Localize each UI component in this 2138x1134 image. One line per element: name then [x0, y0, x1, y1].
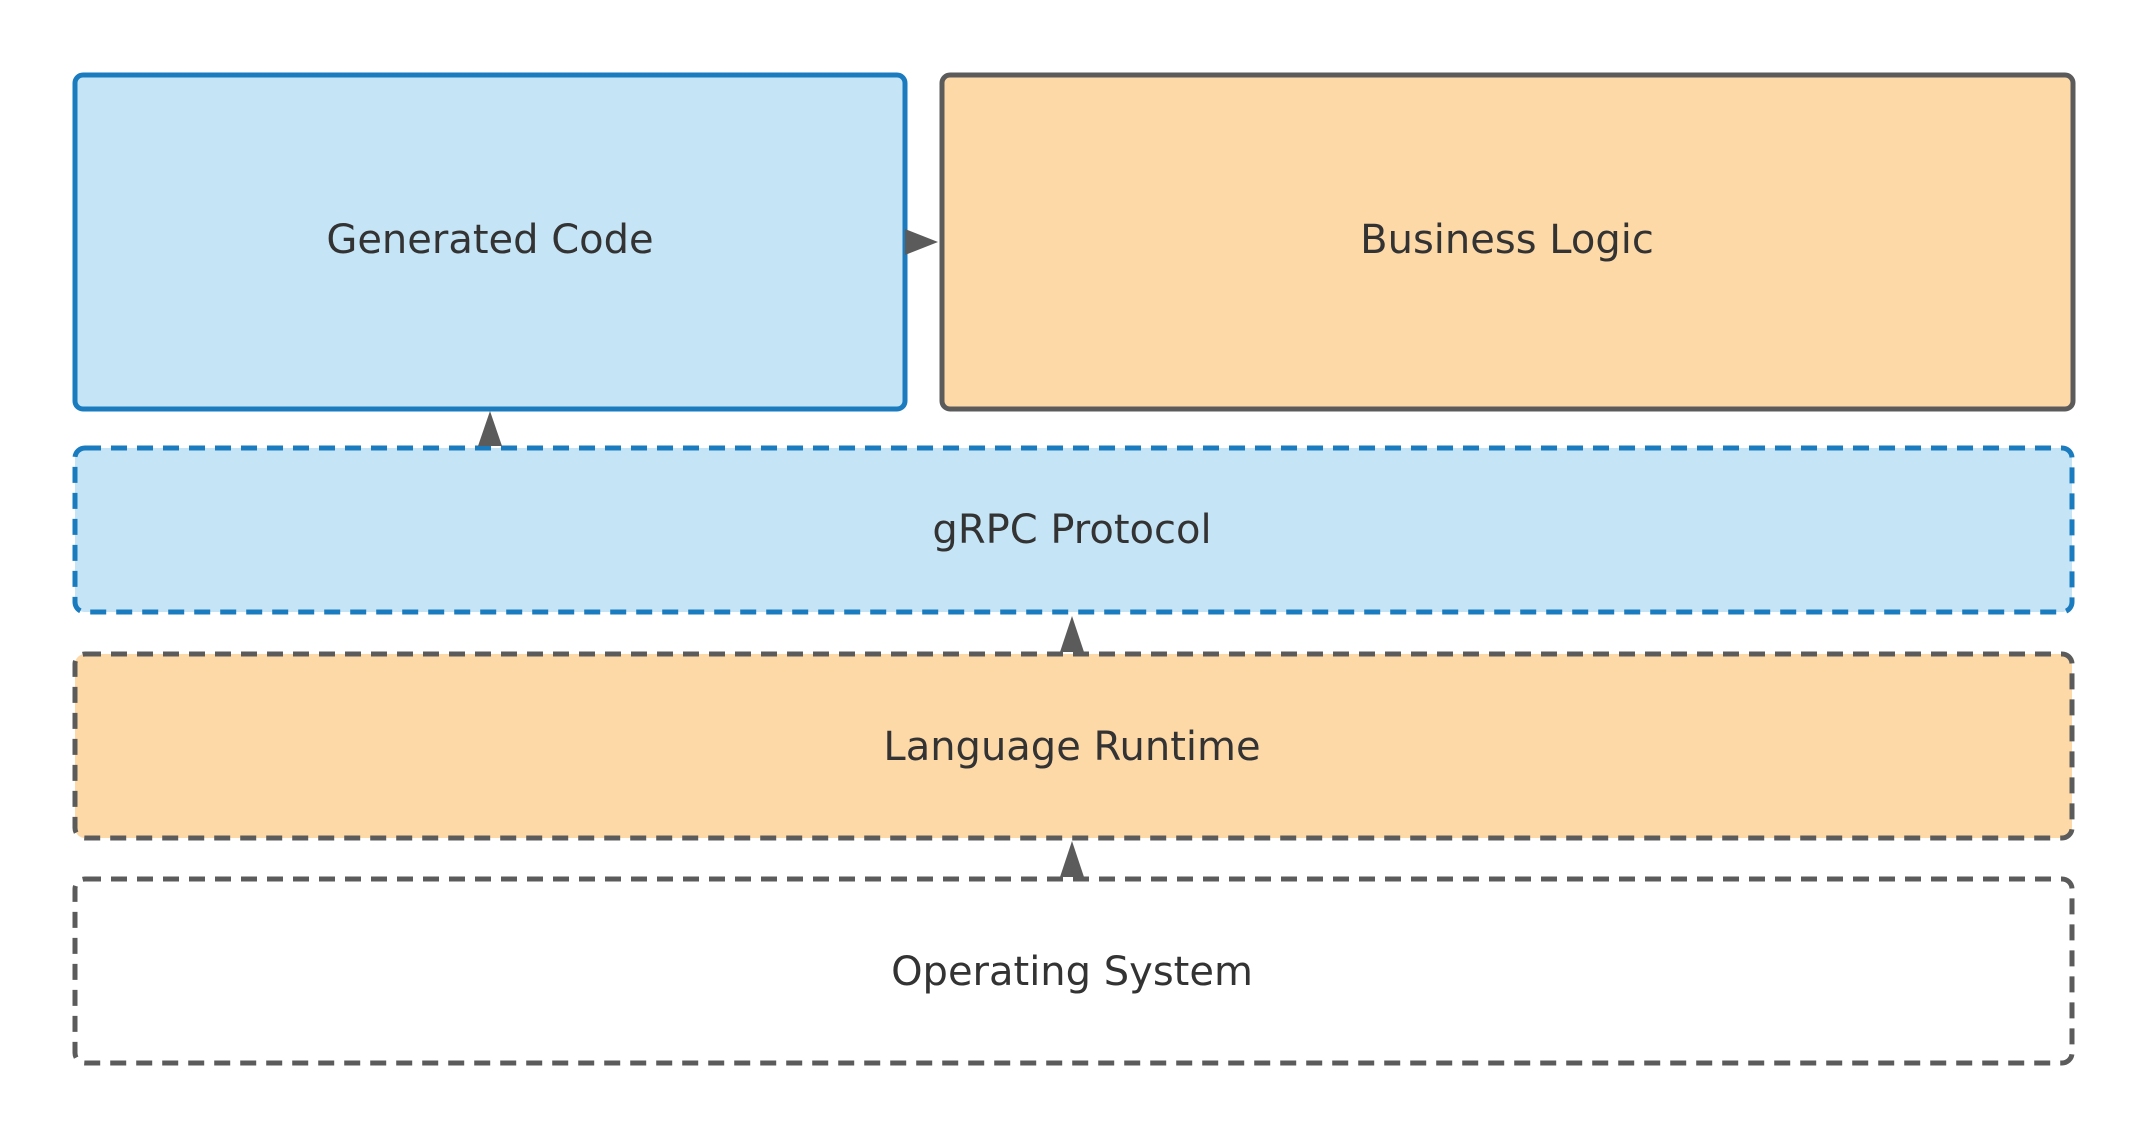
generated-code-box: Generated Code: [72, 72, 908, 412]
business-logic-box: Business Logic: [939, 72, 2076, 412]
arrow-grpc-to-generated: [478, 411, 502, 446]
arrow-generated-to-business: [905, 229, 938, 255]
language-runtime-box: Language Runtime: [72, 651, 2075, 841]
arrow-runtime-to-grpc: [1060, 616, 1084, 652]
arrow-os-to-runtime: [1060, 841, 1084, 877]
generated-code-label: Generated Code: [326, 217, 653, 263]
operating-system-box: Operating System: [72, 876, 2075, 1066]
business-logic-label: Business Logic: [1360, 217, 1654, 263]
operating-system-label: Operating System: [891, 949, 1253, 995]
grpc-protocol-box: gRPC Protocol: [72, 445, 2075, 615]
language-runtime-label: Language Runtime: [883, 724, 1260, 770]
grpc-protocol-label: gRPC Protocol: [932, 507, 1211, 553]
